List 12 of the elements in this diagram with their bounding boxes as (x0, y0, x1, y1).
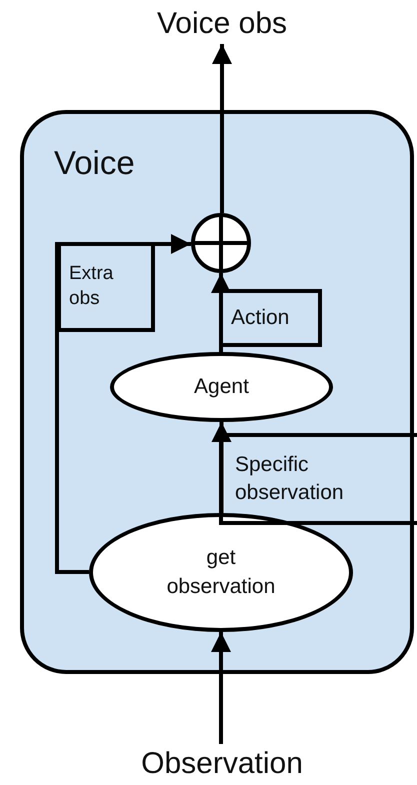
container-title: Voice (54, 146, 135, 179)
voice-container (20, 110, 414, 674)
arrow (212, 422, 232, 513)
io-label: Voice obs (100, 4, 344, 44)
arrow (211, 273, 231, 352)
process-ellipse: Agent (110, 352, 333, 422)
io-label: Observation (60, 744, 384, 784)
arrow (212, 44, 232, 213)
process-ellipse: get observation (89, 513, 353, 632)
arrow (211, 632, 231, 744)
summing-junction-circle (191, 213, 251, 273)
arrow (55, 234, 191, 574)
